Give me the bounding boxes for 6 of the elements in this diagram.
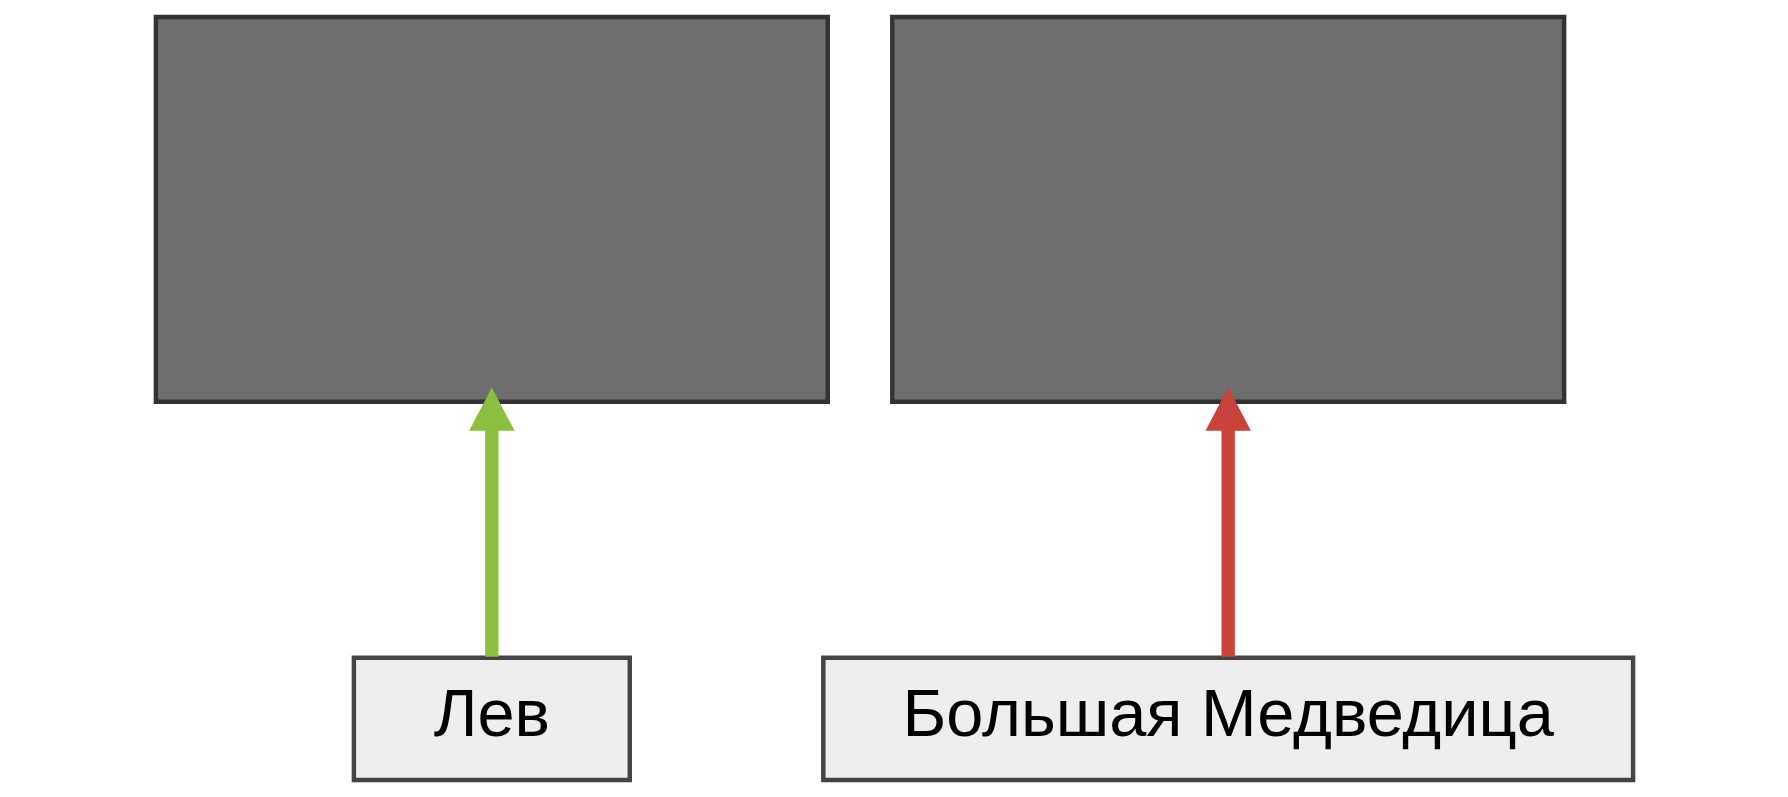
node-box — [153, 14, 830, 405]
node-box: Большая Медведица — [820, 655, 1635, 783]
node-box: Лев — [351, 655, 632, 783]
arrow — [1205, 387, 1251, 657]
arrow — [468, 387, 515, 657]
node-box — [889, 14, 1566, 405]
